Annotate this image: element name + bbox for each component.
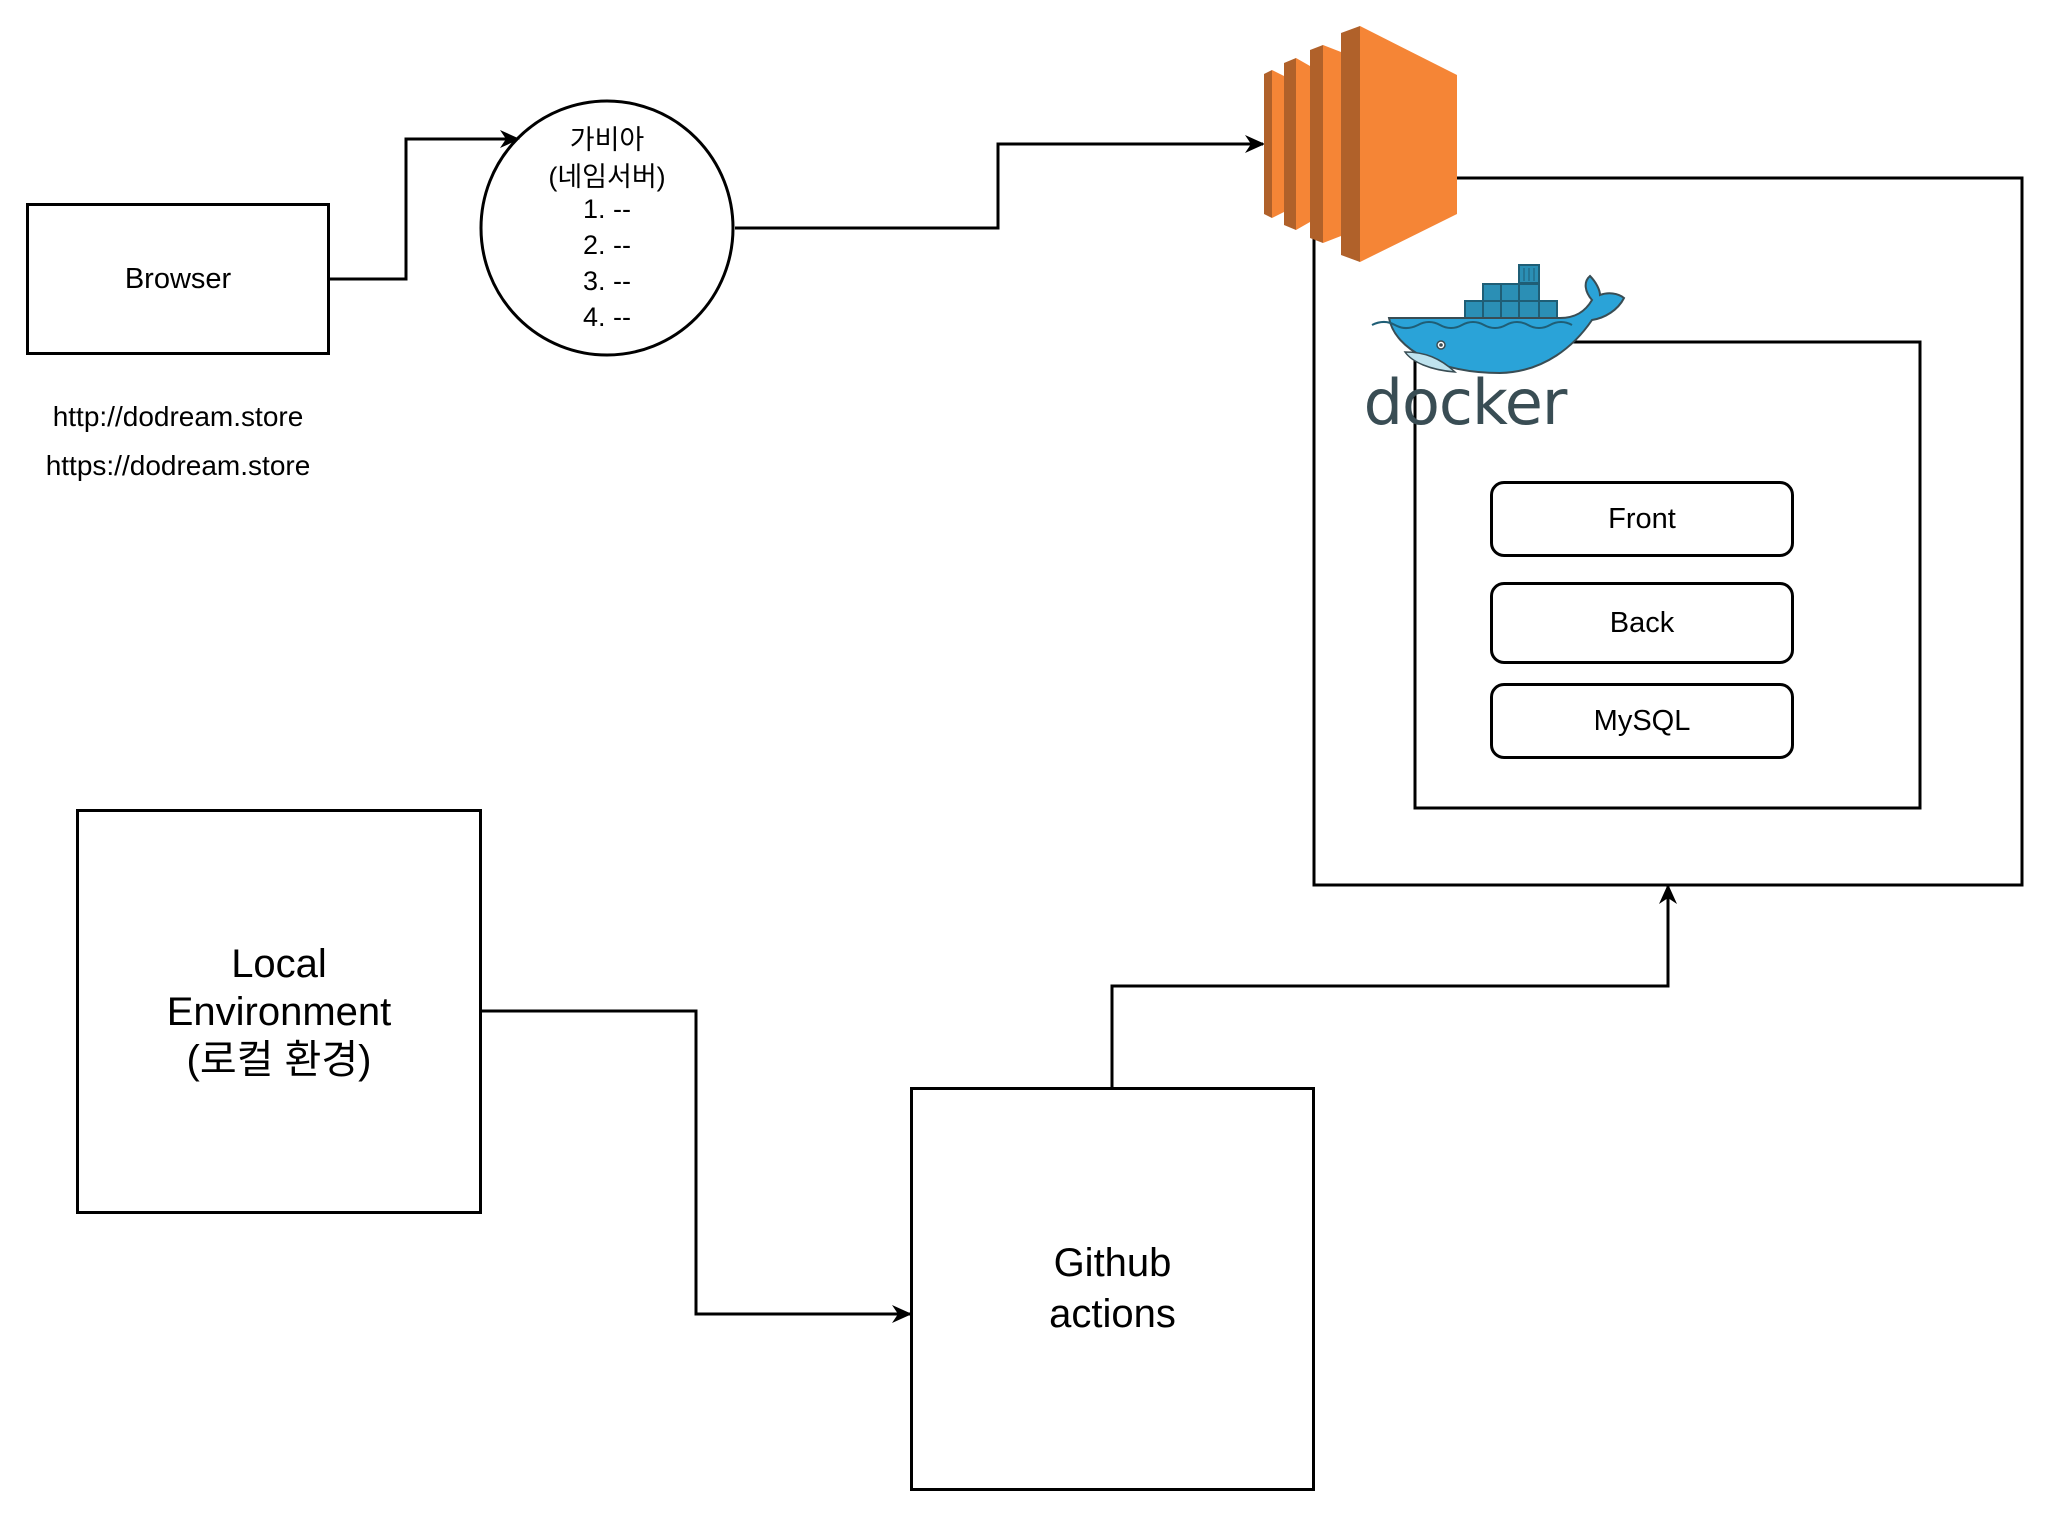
nameserver-item: 1. -- (582, 194, 631, 224)
local-label-line: (로컬 환경) (186, 1037, 372, 1082)
local-environment-node[interactable]: Local Environment (로컬 환경) (76, 809, 482, 1214)
url-https: https://dodream.store (45, 450, 311, 481)
nameserver-subtitle: (네임서버) (548, 162, 666, 192)
nameserver-node[interactable] (479, 99, 735, 357)
docker-whale-icon (1371, 264, 1626, 375)
container-back[interactable]: Back (1490, 582, 1794, 664)
aws-ec2-icon (1264, 26, 1457, 262)
container-front[interactable]: Front (1490, 481, 1794, 557)
nameserver-title: 가비아 (569, 125, 645, 155)
nameserver-item: 3. -- (582, 266, 631, 296)
container-mysql-label: MySQL (1593, 704, 1691, 737)
local-label-line: Environment (166, 989, 392, 1034)
nameserver-item: 2. -- (582, 230, 631, 260)
edge-local-to-github (481, 1009, 912, 1323)
github-actions-node[interactable]: Github actions (910, 1087, 1315, 1491)
browser-node[interactable]: Browser (26, 203, 330, 355)
nameserver-item: 4. -- (582, 302, 631, 332)
edge-browser-to-nameserver (329, 130, 520, 281)
github-label-line: Github (1053, 1241, 1172, 1285)
github-label-line: actions (1049, 1292, 1176, 1336)
docker-container[interactable] (1413, 340, 1922, 810)
container-front-label: Front (1608, 502, 1676, 535)
container-back-label: Back (1609, 606, 1675, 639)
container-mysql[interactable]: MySQL (1490, 683, 1794, 759)
docker-wordmark: docker (1363, 366, 1568, 439)
url-http: http://dodream.store (52, 401, 304, 432)
local-label-line: Local (231, 941, 327, 986)
browser-label: Browser (124, 262, 232, 295)
edge-nameserver-to-ec2 (735, 135, 1265, 230)
edge-github-to-ec2 (1110, 884, 1677, 1087)
